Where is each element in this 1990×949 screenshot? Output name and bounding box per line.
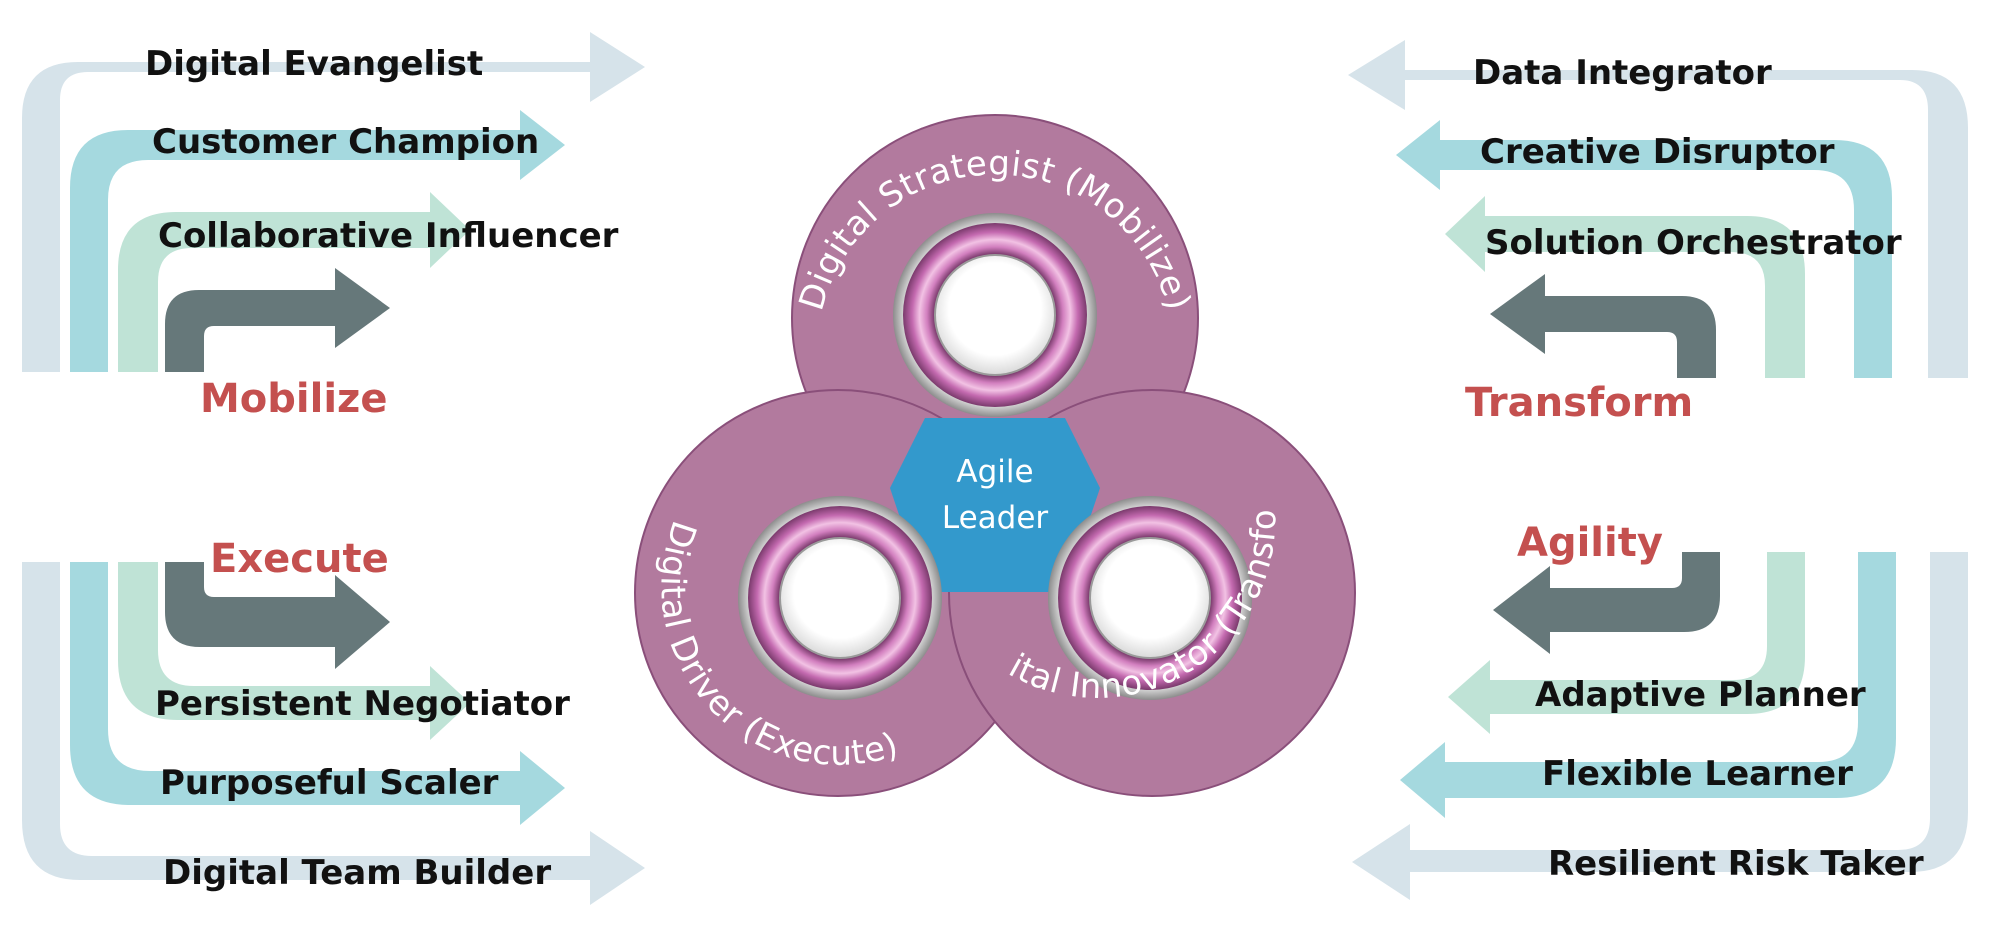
- ring-innovator: [1048, 496, 1252, 700]
- category-execute: Execute: [210, 536, 389, 582]
- center-label-line1: Agile: [956, 454, 1033, 490]
- item-digital-team-builder: Digital Team Builder: [163, 853, 551, 893]
- arrow-collaborative-influencer: [118, 192, 470, 372]
- arrow-adaptive-planner: [1448, 552, 1805, 734]
- arrow-mobilize: [165, 268, 390, 372]
- arrow-customer-champion: [70, 110, 565, 372]
- arrow-agility: [1493, 552, 1720, 654]
- arrow-solution-orchestrator: [1445, 196, 1805, 378]
- item-data-integrator: Data Integrator: [1473, 53, 1772, 93]
- item-collaborative-influencer: Collaborative Influencer: [158, 216, 619, 256]
- arrow-digital-evangelist: [22, 32, 645, 372]
- item-customer-champion: Customer Champion: [152, 122, 539, 162]
- arrow-digital-team-builder: [22, 562, 645, 905]
- category-mobilize: Mobilize: [200, 376, 387, 422]
- item-digital-evangelist: Digital Evangelist: [145, 44, 483, 84]
- item-purposeful-scaler: Purposeful Scaler: [160, 763, 499, 803]
- category-agility: Agility: [1517, 520, 1663, 566]
- item-flexible-learner: Flexible Learner: [1542, 754, 1853, 794]
- arrow-resilient-risk-taker: [1352, 552, 1968, 900]
- arrow-creative-disruptor: [1396, 120, 1892, 378]
- quadrant-execute: Execute Persistent Negotiator Purposeful…: [22, 536, 645, 905]
- quadrant-mobilize: Digital Evangelist Customer Champion Col…: [22, 32, 645, 422]
- item-adaptive-planner: Adaptive Planner: [1535, 675, 1866, 715]
- arrow-persistent-negotiator: [118, 562, 470, 740]
- arrow-execute: [165, 562, 390, 669]
- ring-strategist: [893, 213, 1097, 417]
- quadrant-agility: Agility Adaptive Planner Flexible Learne…: [1352, 520, 1968, 900]
- item-solution-orchestrator: Solution Orchestrator: [1485, 223, 1902, 263]
- item-persistent-negotiator: Persistent Negotiator: [155, 684, 570, 724]
- quadrant-transform: Data Integrator Creative Disruptor Solut…: [1348, 40, 1968, 426]
- item-resilient-risk-taker: Resilient Risk Taker: [1548, 844, 1924, 884]
- item-creative-disruptor: Creative Disruptor: [1480, 132, 1835, 172]
- center-triangle: [890, 418, 1100, 592]
- arrow-flexible-learner: [1400, 552, 1896, 818]
- center-label-line2: Leader: [942, 500, 1049, 536]
- arrow-transform: [1490, 274, 1716, 378]
- category-transform: Transform: [1465, 380, 1693, 426]
- arrow-data-integrator: [1348, 40, 1968, 378]
- ring-driver: [738, 496, 942, 700]
- arrow-purposeful-scaler: [70, 562, 565, 825]
